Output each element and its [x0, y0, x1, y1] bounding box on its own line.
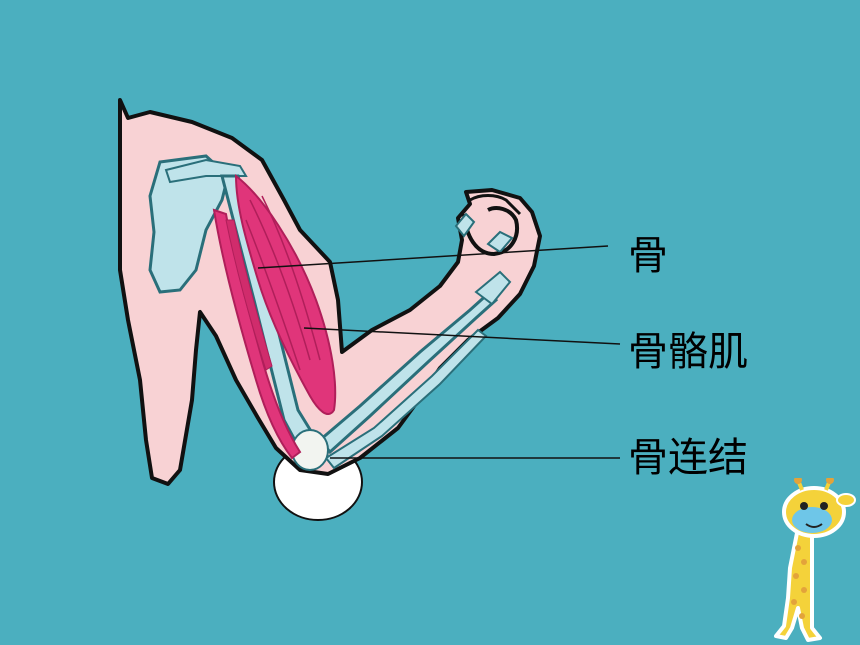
label-joint: 骨连结 — [628, 435, 748, 481]
biceps-fibers — [245, 195, 321, 371]
hand-bones — [454, 212, 514, 306]
leader-line-bone — [257, 245, 609, 269]
hand-thumb — [469, 194, 522, 216]
arm-silhouette — [118, 98, 542, 486]
leader-line-muscle — [303, 327, 621, 345]
label-bone: 骨 — [628, 233, 668, 279]
label-skeletal-muscle: 骨骼肌 — [628, 329, 748, 375]
triceps-muscle-2 — [225, 219, 273, 371]
biceps-muscle — [234, 173, 337, 415]
clavicle — [164, 158, 248, 184]
hand-fingers — [462, 206, 519, 257]
giraffe-sticker-icon — [774, 478, 856, 642]
